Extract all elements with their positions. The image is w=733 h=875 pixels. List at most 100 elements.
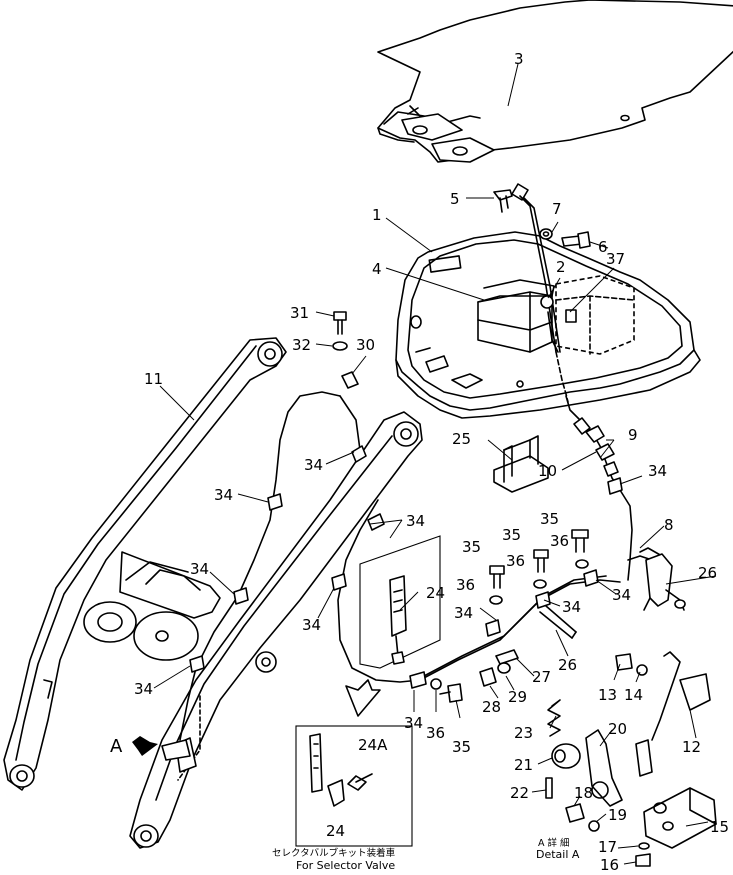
washer-30 — [497, 662, 511, 674]
lift-arm-right — [129, 411, 423, 849]
valve-15 — [643, 787, 717, 849]
callout-2: 2 — [556, 258, 566, 276]
callout-36-b: 36 — [506, 552, 525, 570]
callout-1: 1 — [372, 206, 382, 224]
bolt-29 — [479, 667, 497, 687]
callout-30: 29 — [508, 688, 527, 706]
bolt-32 — [333, 311, 347, 335]
callout-28: 27 — [532, 668, 551, 686]
lift-arm-11 — [3, 337, 287, 791]
callout-35-a: 35 — [540, 510, 559, 528]
bolts-35 — [439, 529, 589, 703]
callout-17: 17 — [598, 838, 617, 856]
selector-note-en: For Selector Valve — [296, 859, 395, 871]
callout-35-b: 35 — [502, 526, 521, 544]
callout-34-h: 34 — [454, 604, 473, 622]
callout-27: 26 — [558, 656, 577, 674]
callout-21: 21 — [514, 756, 533, 774]
callout-34-e: 34 — [190, 560, 209, 578]
callout-13: 13 — [598, 686, 617, 704]
callouts: 3 1 4 5 7 6 2 37 31 32 30 11 25 9 10 34 … — [110, 50, 729, 874]
callout-6: 6 — [598, 238, 608, 256]
bushing-21 — [551, 743, 581, 769]
spring-23 — [547, 699, 561, 737]
callout-36-c: 36 — [456, 576, 475, 594]
rod-27 — [539, 605, 577, 639]
callout-33: 32 — [292, 336, 311, 354]
cross-tube — [83, 551, 221, 661]
selector-plate-24 — [359, 535, 441, 669]
detail-note-en: Detail A — [536, 848, 580, 861]
callout-3: 3 — [514, 50, 524, 68]
callout-24-a: 24 — [426, 584, 445, 602]
callout-24a: 24A — [358, 736, 388, 754]
callout-34-g: 34 — [562, 598, 581, 616]
callout-4: 4 — [372, 260, 382, 278]
valve-26 — [643, 553, 686, 611]
washer-17 — [638, 842, 650, 850]
callout-26: 26 — [698, 564, 717, 582]
callout-7: 7 — [552, 200, 562, 218]
cover-box-37 — [555, 275, 635, 355]
pin-22 — [545, 777, 553, 799]
clip-31 — [341, 371, 359, 389]
bolt-6 — [561, 231, 591, 249]
callout-18: 18 — [574, 784, 593, 802]
callout-34-f: 34 — [612, 586, 631, 604]
bracket-25 — [493, 435, 549, 493]
callout-24-b: 24 — [326, 822, 345, 840]
control-box-4 — [477, 279, 555, 353]
callout-35-d: 35 — [452, 738, 471, 756]
lever-20 — [585, 729, 623, 807]
callout-14: 14 — [624, 686, 643, 704]
washers-36 — [430, 559, 589, 690]
callout-8: 8 — [664, 516, 674, 534]
callout-34-i: 34 — [302, 616, 321, 634]
bolt-18 — [565, 803, 585, 823]
callout-31: 30 — [356, 336, 375, 354]
callout-37: 37 — [606, 250, 625, 268]
washer-19 — [588, 820, 600, 832]
callout-10: 10 — [538, 462, 557, 480]
callout-15: 15 — [710, 818, 729, 836]
callout-36-d: 36 — [426, 724, 445, 742]
callout-5: 5 — [450, 190, 460, 208]
callout-32: 31 — [290, 304, 309, 322]
callout-19: 19 — [608, 806, 627, 824]
selector-note-jp: セレクタバルブキット装着車 — [272, 847, 396, 859]
floor-frame-1 — [395, 231, 701, 419]
callout-29: 28 — [482, 698, 501, 716]
callout-11: 11 — [144, 370, 163, 388]
callout-16: 16 — [600, 856, 619, 871]
callout-35-c: 35 — [462, 538, 481, 556]
washer-33 — [332, 341, 348, 351]
callout-12: 12 — [682, 738, 701, 756]
bracket-5 — [493, 189, 513, 213]
clamps-34 — [189, 445, 623, 689]
callout-9: 9 — [628, 426, 638, 444]
clamps-9-10 — [573, 417, 619, 477]
callout-20: 20 — [608, 720, 627, 738]
callout-23: 23 — [514, 724, 533, 742]
bolt-13 — [615, 653, 633, 671]
callout-view-a: A — [110, 736, 123, 757]
callout-34-a: 34 — [304, 456, 323, 474]
washer-7 — [539, 228, 553, 240]
selector-inset — [295, 725, 413, 847]
detail-note-jp: A 詳 細 — [538, 837, 570, 849]
callout-34-c: 34 — [214, 486, 233, 504]
pin-28 — [495, 649, 519, 665]
washer-14 — [636, 664, 648, 676]
inset-arrow — [345, 679, 381, 717]
callout-36-a: 36 — [550, 532, 569, 550]
callout-22: 22 — [510, 784, 529, 802]
switch-12 — [635, 651, 711, 777]
view-a-arrow — [132, 736, 191, 761]
leader-lines — [153, 63, 717, 865]
callout-25: 25 — [452, 430, 471, 448]
callout-34-d: 34 — [406, 512, 425, 530]
bolt-16 — [635, 853, 651, 867]
cover-plate-3 — [377, 0, 733, 163]
